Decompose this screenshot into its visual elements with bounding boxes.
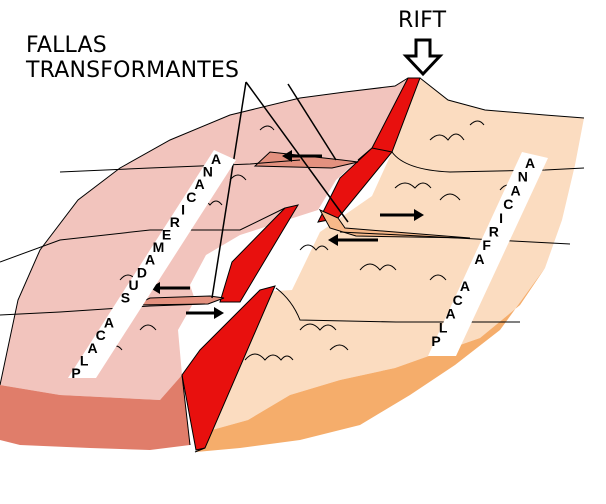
african-plate-name-letter: A — [460, 278, 470, 294]
african-plate-name-letter: N — [518, 169, 528, 185]
african-plate-name-letter: A — [510, 182, 520, 198]
rift-label: RIFT — [398, 8, 447, 33]
south-american-plate-name-letter: M — [153, 239, 165, 255]
african-plate-name-letter: I — [499, 210, 503, 226]
south-american-plate-name-letter: A — [87, 340, 97, 356]
arrow-icon — [328, 234, 378, 246]
african-plate-name-letter: C — [453, 292, 463, 308]
south-american-plate-name-letter: A — [104, 315, 114, 331]
leader-line-1 — [211, 81, 247, 299]
south-american-plate-side — [0, 375, 190, 450]
transform-faults-title-line-1: FALLAS — [26, 33, 107, 58]
south-american-plate-name-letter: C — [96, 327, 106, 343]
south-american-plate-name-letter: L — [80, 352, 89, 368]
african-plate-side — [196, 268, 545, 452]
african-plate-name-letter: C — [503, 196, 513, 212]
south-american-plate-name-letter: A — [211, 151, 221, 167]
african-plate-name-letter: A — [445, 306, 455, 322]
south-american-plate-name-letter: A — [145, 252, 155, 268]
african-plate-name-letter: F — [482, 237, 491, 253]
arrow-icon — [186, 307, 224, 319]
south-american-plate-name-letter: C — [186, 189, 196, 205]
transform-faults-title-line-2: TRANSFORMANTES — [26, 58, 240, 83]
south-american-plate-name-letter: E — [162, 227, 171, 243]
south-american-plate-band — [68, 150, 236, 378]
arrow-icon — [380, 209, 424, 221]
transform-fault-zone-2 — [318, 208, 471, 239]
african-plate-name-letter: A — [474, 251, 484, 267]
south-american-plate-name-letter: N — [203, 164, 213, 180]
african-plate-band — [428, 152, 548, 356]
arrow-icon — [150, 282, 190, 294]
african-plate-name-letter: A — [525, 155, 535, 171]
african-plate-top — [200, 78, 584, 430]
rift-segment-4 — [181, 285, 276, 451]
african-plate-name-letter: P — [431, 333, 440, 349]
african-plate-name-letter: R — [489, 224, 499, 240]
down-arrow-icon — [402, 38, 444, 77]
african-plate-name-letter: L — [439, 319, 448, 335]
plate-motion-arrows — [150, 150, 424, 319]
leader-line-2 — [245, 81, 349, 223]
south-american-plate-name-letter: D — [137, 264, 147, 280]
south-american-plate-name-letter: P — [71, 365, 80, 381]
south-american-plate-name-letter: A — [194, 176, 204, 192]
south-american-plate-name-letter: I — [181, 201, 185, 217]
south-american-plate-name-letter: U — [129, 277, 139, 293]
rift-segment-3 — [219, 204, 300, 303]
arrow-icon — [282, 150, 322, 162]
leader-line-3 — [287, 83, 337, 161]
south-american-plate-name-letter: R — [170, 214, 180, 230]
south-american-plate-name-letter: S — [121, 290, 130, 306]
leader-lines — [211, 81, 349, 299]
